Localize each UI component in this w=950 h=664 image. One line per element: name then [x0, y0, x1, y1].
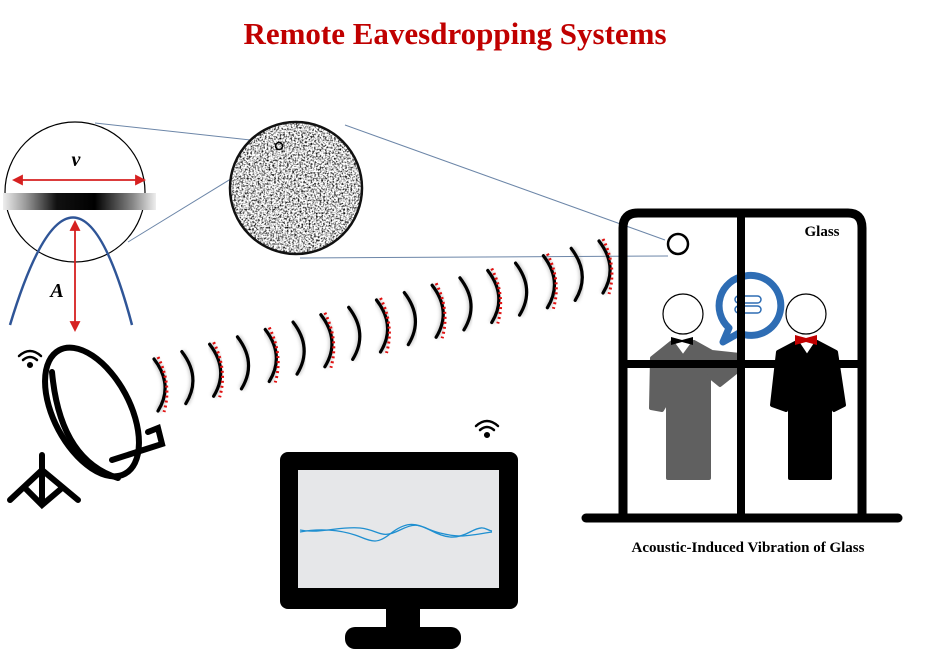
wave-arc [291, 320, 306, 376]
wave-arc [347, 305, 362, 361]
speckle-pattern-circle [228, 120, 364, 256]
wave-arc [541, 254, 556, 310]
page-title: Remote Eavesdropping Systems [243, 16, 666, 51]
monitor-screen [298, 470, 499, 588]
wave-arc [513, 261, 529, 317]
frequency-arrow [11, 174, 147, 186]
frequency-label: ν [72, 149, 82, 171]
wave-arc [263, 327, 278, 384]
signal-waveform [299, 523, 493, 542]
person-icon [770, 293, 846, 480]
wave-arc [402, 291, 417, 347]
wave-arc [458, 276, 473, 332]
wave-arc [152, 357, 167, 413]
wave-arc [430, 283, 445, 339]
fringe-zoom-circle: ν A [3, 121, 156, 333]
speech-bubble-icon [715, 271, 785, 346]
caption: Acoustic-Induced Vibration of Glass [632, 540, 865, 556]
satellite-dish-icon [7, 344, 166, 510]
wave-arc [374, 298, 390, 354]
glass-window: Glass [581, 208, 903, 523]
wave-arc [597, 239, 612, 295]
person-icon [649, 293, 747, 480]
wave-arc [208, 342, 223, 398]
glass-label: Glass [804, 224, 839, 240]
wave-arc [569, 246, 584, 302]
wifi-icon [474, 419, 500, 439]
amplitude-curve [8, 216, 134, 326]
amplitude-arrow [69, 219, 81, 333]
wifi-icon [17, 349, 43, 369]
wave-arc [319, 313, 334, 369]
wave-arc [180, 350, 195, 406]
wave-arc [235, 335, 251, 391]
laser-spot [666, 232, 690, 256]
monitor-icon [280, 452, 518, 649]
amplitude-label: A [48, 280, 63, 302]
wave-arc [486, 268, 501, 325]
interference-fringe [3, 193, 156, 210]
zoom-connector-lines [94, 122, 669, 259]
laser-waves [151, 238, 614, 413]
